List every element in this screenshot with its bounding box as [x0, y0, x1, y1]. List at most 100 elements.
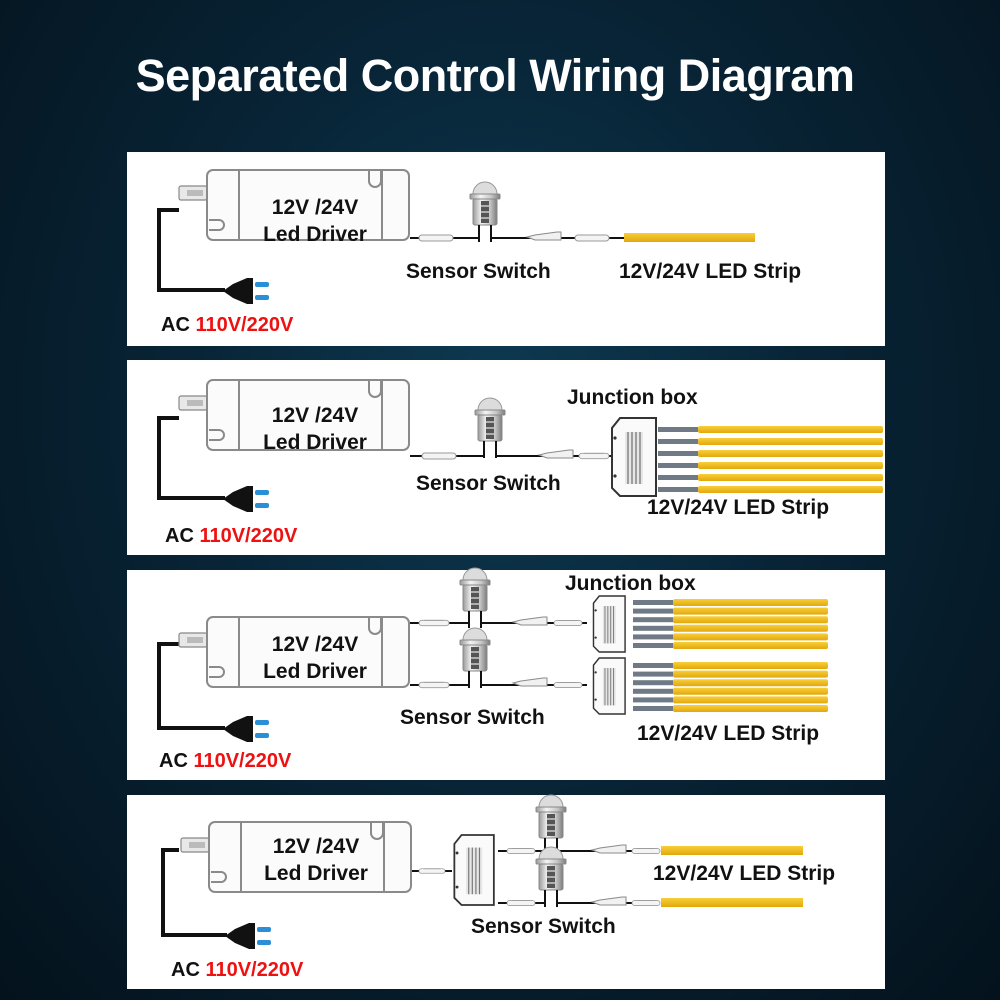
- wire-connector-icon: [418, 234, 454, 242]
- wiring-diagram: [157, 169, 755, 304]
- strip-lead-wire: [633, 671, 673, 677]
- power-cord: [157, 642, 225, 730]
- ac-prefix: AC: [159, 750, 188, 772]
- driver-label: 12V /24V Led Driver: [236, 833, 396, 887]
- strip-lead-wire: [658, 427, 698, 432]
- led-strip: [673, 607, 828, 615]
- strip-lead-wire: [658, 439, 698, 444]
- ac-voltage: 110V/220V: [193, 750, 292, 772]
- ac-voltage-label: AC 110V/220V: [171, 959, 303, 982]
- junction-box-label: Junction box: [567, 386, 698, 409]
- driver-name: Led Driver: [263, 431, 367, 454]
- led-strip: [673, 633, 828, 641]
- driver-voltage: 12V /24V: [272, 835, 360, 858]
- junction-box-label: Junction box: [565, 572, 696, 595]
- wire-connector-icon: [553, 620, 583, 626]
- driver-voltage: 12V /24V: [271, 196, 359, 219]
- strip-lead-wire: [633, 697, 673, 703]
- ac-prefix: AC: [171, 959, 200, 981]
- junction-box-icon: [611, 417, 657, 497]
- strip-lead-wire: [658, 487, 698, 492]
- strip-lead-wire: [633, 680, 673, 686]
- ac-prefix: AC: [161, 314, 190, 336]
- led-strip: [661, 846, 803, 855]
- pir-sensor-icon: [469, 181, 501, 243]
- sensor-switch-label: Sensor Switch: [471, 915, 616, 938]
- led-strip: [673, 696, 828, 704]
- led-strip: [698, 438, 883, 445]
- ac-voltage: 110V/220V: [205, 959, 304, 981]
- ac-voltage-label: AC 110V/220V: [161, 314, 293, 337]
- pir-sensor-icon: [459, 627, 491, 689]
- wiring-diagram: [161, 794, 803, 949]
- wire-connector-icon: [574, 234, 610, 242]
- strip-lead-wire: [658, 463, 698, 468]
- sensor-switch-icon: [512, 677, 548, 687]
- led-strip: [624, 233, 755, 242]
- led-strip-label: 12V/24V LED Strip: [637, 722, 820, 745]
- led-strip: [673, 687, 828, 695]
- strip-lead-wire: [633, 643, 673, 648]
- wiring-diagram: [157, 379, 883, 512]
- ac-plug-icon: [223, 716, 269, 742]
- wire-connector-icon: [418, 619, 450, 627]
- led-strip: [673, 679, 828, 687]
- pir-sensor-icon: [459, 567, 491, 629]
- wire-connector-icon: [421, 452, 457, 460]
- led-strip: [673, 662, 828, 669]
- strip-lead-wire: [633, 663, 673, 668]
- ac-plug-icon: [223, 278, 269, 304]
- led-strip: [661, 898, 803, 907]
- ac-voltage: 110V/220V: [199, 525, 298, 547]
- power-cord: [157, 416, 225, 500]
- strip-lead-wire: [633, 608, 673, 614]
- ac-plug-icon: [223, 486, 269, 512]
- strip-lead-wire: [633, 634, 673, 640]
- led-strip: [698, 462, 883, 469]
- strip-lead-wire: [633, 688, 673, 694]
- wire-connector-icon: [631, 848, 661, 854]
- sensor-switch-label: Sensor Switch: [416, 472, 561, 495]
- wiring-diagram: [157, 567, 828, 742]
- driver-name: Led Driver: [263, 223, 367, 246]
- wiring-panel-single-strip: 12V /24V Led Driver Sensor Switch 12V/24…: [127, 152, 885, 346]
- sensor-switch-icon: [591, 844, 627, 854]
- sensor-switch-icon: [591, 896, 627, 906]
- wiring-panel-junction-box: 12V /24V Led Driver Junction box Sensor …: [127, 360, 885, 555]
- led-strip: [673, 599, 828, 606]
- driver-label: 12V /24V Led Driver: [235, 194, 395, 248]
- wiring-panel-dual-junction-box: 12V /24V Led Driver Junction box Sensor …: [127, 567, 885, 780]
- led-strip: [698, 474, 883, 481]
- junction-box-icon: [592, 595, 627, 653]
- wire-connector-icon: [506, 900, 536, 906]
- led-strip: [673, 616, 828, 624]
- driver-voltage: 12V /24V: [271, 633, 359, 656]
- wiring-panel-split-sensors: 12V /24V Led Driver Sensor Switch 12V/24…: [127, 794, 885, 989]
- led-strip: [673, 624, 828, 632]
- pir-sensor-icon: [535, 794, 567, 856]
- led-strip: [673, 670, 828, 678]
- power-cord: [157, 208, 225, 292]
- driver-label: 12V /24V Led Driver: [235, 402, 395, 456]
- sensor-switch-icon: [526, 231, 562, 241]
- strip-lead-wire: [633, 625, 673, 631]
- led-strip-label: 12V/24V LED Strip: [619, 260, 802, 283]
- led-strip: [698, 450, 883, 457]
- strip-lead-wire: [633, 706, 673, 711]
- sensor-switch-icon: [538, 449, 574, 459]
- strip-lead-wire: [658, 451, 698, 456]
- led-strip-label: 12V/24V LED Strip: [653, 862, 836, 885]
- wire-connector-icon: [506, 848, 536, 854]
- ac-prefix: AC: [165, 525, 194, 547]
- sensor-switch-label: Sensor Switch: [406, 260, 551, 283]
- led-strip: [698, 426, 883, 433]
- junction-box-icon: [453, 834, 495, 906]
- page-title: Separated Control Wiring Diagram: [135, 50, 855, 101]
- sensor-switch-icon: [512, 616, 548, 626]
- pir-sensor-icon: [535, 846, 567, 908]
- strip-lead-wire: [658, 475, 698, 480]
- driver-name: Led Driver: [263, 660, 367, 683]
- power-cord: [161, 848, 227, 937]
- ac-voltage: 110V/220V: [195, 314, 294, 336]
- ac-voltage-label: AC 110V/220V: [159, 750, 291, 773]
